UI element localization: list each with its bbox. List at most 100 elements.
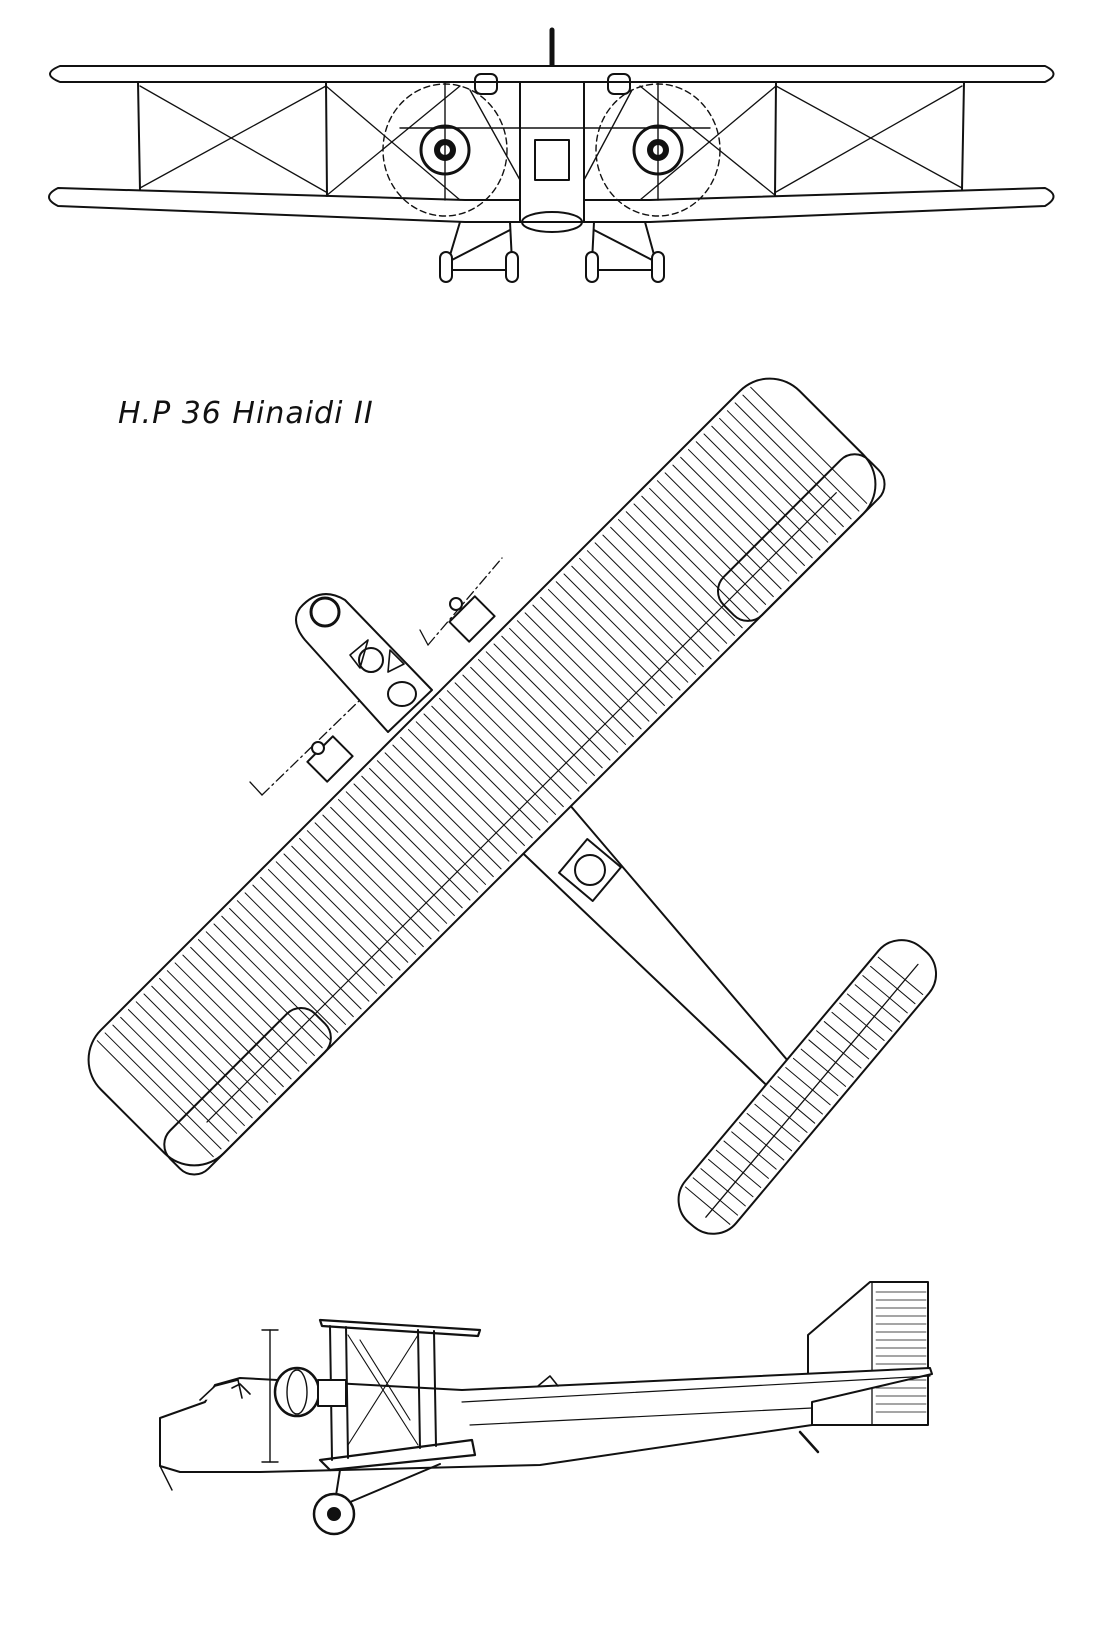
- engine-right-plan: [419, 557, 503, 646]
- rib-line: [731, 1131, 777, 1170]
- rib-line: [656, 480, 774, 598]
- rib-line: [777, 1076, 823, 1115]
- undercarriage-front: [439, 221, 665, 283]
- rib-line: [501, 635, 619, 753]
- rib-line: [392, 744, 510, 862]
- rib-line: [477, 659, 595, 777]
- rib-line: [684, 1186, 731, 1225]
- rib-line: [823, 1021, 870, 1060]
- rib-line: [692, 1177, 739, 1216]
- rib-line: [808, 1039, 854, 1078]
- rib-line: [594, 542, 712, 660]
- rib-line: [283, 853, 401, 971]
- rib-line: [267, 869, 385, 987]
- rib-line: [734, 402, 852, 520]
- rib-line: [166, 970, 284, 1088]
- fuselage-side: [159, 1367, 933, 1473]
- rib-line: [275, 861, 393, 979]
- rib-line: [454, 682, 572, 800]
- rib-line: [376, 760, 494, 878]
- rib-line: [174, 962, 292, 1080]
- rib-line: [244, 892, 362, 1010]
- rib-line: [831, 1011, 877, 1051]
- rib-line: [723, 1140, 769, 1179]
- rib-line: [579, 557, 697, 675]
- rib-line: [726, 410, 844, 528]
- rib-line: [299, 837, 417, 955]
- rib-line: [229, 907, 347, 1025]
- rib-line: [750, 386, 868, 504]
- rib-line: [291, 845, 409, 963]
- tailplane-plan: [677, 939, 938, 1235]
- rib-line: [462, 674, 580, 792]
- rib-line: [746, 1112, 793, 1152]
- rib-line: [120, 1016, 238, 1134]
- rib-line: [742, 394, 860, 512]
- rib-line: [719, 417, 837, 535]
- rib-line: [104, 1032, 222, 1150]
- rib-line: [470, 666, 588, 784]
- rib-line: [641, 495, 759, 613]
- rib-line: [151, 985, 269, 1103]
- rib-line: [754, 1103, 800, 1143]
- rib-line: [423, 713, 541, 831]
- rib-line: [407, 729, 525, 847]
- rib-line: [563, 573, 681, 691]
- rib-line: [400, 736, 518, 854]
- rib-line: [602, 534, 720, 652]
- rib-line: [337, 799, 455, 917]
- rib-line: [625, 511, 743, 629]
- rib-line: [649, 487, 767, 605]
- rib-line: [839, 1002, 885, 1041]
- rib-line: [672, 464, 790, 582]
- rib-line: [446, 690, 564, 808]
- rib-line: [345, 791, 463, 909]
- rib-line: [96, 1040, 214, 1158]
- engine-left-plan: [249, 699, 361, 796]
- rib-line: [205, 931, 323, 1049]
- rib-line: [555, 581, 673, 699]
- rib-line: [785, 1067, 831, 1106]
- rib-line: [708, 1158, 754, 1198]
- rib-line: [509, 627, 627, 745]
- rib-line: [532, 604, 650, 722]
- rib-line: [236, 900, 354, 1018]
- rib-line: [516, 620, 634, 738]
- rib-line: [330, 806, 448, 924]
- main-wing-plan: [87, 377, 886, 1176]
- rib-line: [586, 550, 704, 668]
- rib-line: [213, 923, 331, 1041]
- rib-line: [870, 965, 916, 1005]
- rib-line: [314, 822, 432, 940]
- rib-line: [143, 993, 261, 1111]
- rib-line: [680, 456, 798, 574]
- rib-line: [877, 956, 924, 995]
- plan-view: [87, 377, 938, 1235]
- drawing-title: H.P 36 Hinaidi II: [118, 396, 374, 431]
- rib-line: [524, 612, 642, 730]
- rib-line: [695, 441, 813, 559]
- rib-line: [762, 1094, 808, 1133]
- rib-line: [633, 503, 751, 621]
- fin-rudder-side: [807, 1281, 929, 1426]
- rib-line: [182, 954, 300, 1072]
- rib-line: [862, 975, 908, 1014]
- rib-line: [485, 651, 603, 769]
- rib-line: [617, 519, 735, 637]
- rib-line: [159, 977, 277, 1095]
- rib-line: [353, 783, 471, 901]
- rib-line: [415, 721, 533, 839]
- rib-line: [703, 433, 821, 551]
- rib-line: [738, 1122, 785, 1161]
- rib-line: [664, 472, 782, 590]
- rib-line: [135, 1001, 253, 1119]
- rib-line: [221, 915, 339, 1033]
- rib-line: [384, 752, 502, 870]
- rib-line: [369, 767, 487, 885]
- rib-line: [792, 1057, 839, 1097]
- engine-side: [261, 1329, 347, 1463]
- rib-line: [361, 775, 479, 893]
- rib-line: [127, 1009, 245, 1127]
- rib-line: [711, 425, 829, 543]
